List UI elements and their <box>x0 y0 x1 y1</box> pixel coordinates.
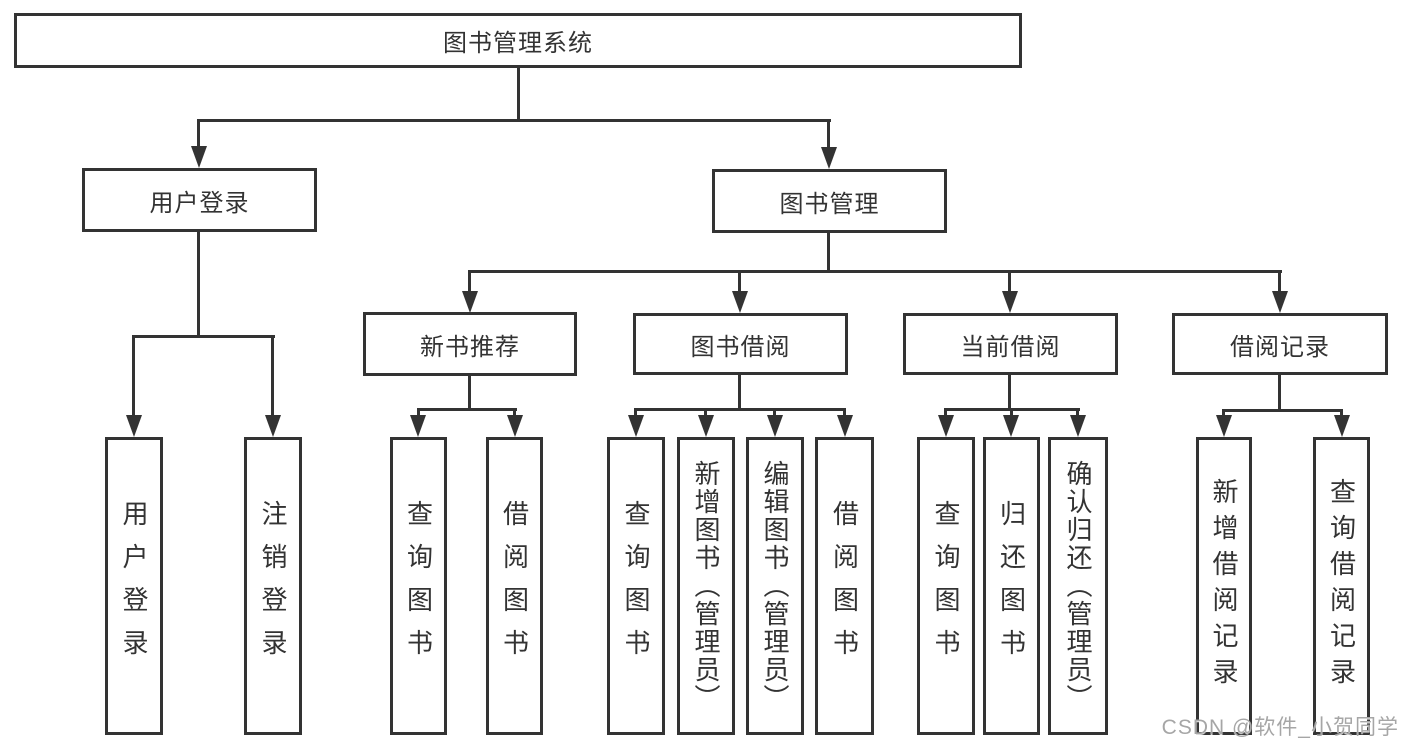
connector-branch <box>417 408 517 411</box>
node-label: 借阅记录 <box>1230 333 1330 361</box>
arrowhead-icon <box>507 415 523 437</box>
node-label: 当前借阅 <box>960 333 1061 361</box>
connector-stem-leaf <box>634 408 637 418</box>
connector-stem-leaf <box>704 408 707 418</box>
connector-stem-leaf <box>1076 408 1079 418</box>
node-label: 编辑图书（管理员） <box>760 460 790 712</box>
connector-stem <box>1278 375 1281 411</box>
connector-stem-mid <box>1008 270 1011 294</box>
node-leaf-borrow-books: 借阅图书 <box>815 437 874 735</box>
arrowhead-icon <box>410 415 426 437</box>
node-label: 确认归还（管理员） <box>1063 460 1093 712</box>
node-label: 用户登录 <box>119 500 149 672</box>
connector-stem-mid <box>1278 270 1281 294</box>
arrowhead-icon <box>1003 415 1019 437</box>
node-label: 查询图书 <box>621 500 651 672</box>
arrowhead-icon <box>698 415 714 437</box>
connector-stem-leaf <box>773 408 776 418</box>
connector-stem <box>1008 375 1011 410</box>
arrowhead-icon <box>462 291 478 313</box>
connector-user-login-stem <box>197 232 200 336</box>
arrowhead-icon <box>126 415 142 437</box>
connector-stem-user-login <box>197 119 200 149</box>
node-label: 新书推荐 <box>420 333 520 361</box>
node-leaf-add-borrow-record: 新增借阅记录 <box>1196 437 1252 735</box>
connector-book-mgmt-branch <box>468 270 1282 273</box>
connector-stem <box>468 376 471 410</box>
arrowhead-icon <box>1216 415 1232 437</box>
node-label: 查询图书 <box>403 500 434 672</box>
connector-stem <box>738 375 741 410</box>
arrowhead-icon <box>628 415 644 437</box>
connector-book-mgmt-stem <box>827 233 830 272</box>
node-label: 归还图书 <box>996 500 1027 672</box>
arrowhead-icon <box>1070 415 1086 437</box>
node-leaf-borrow-books: 借阅图书 <box>486 437 543 735</box>
connector-stem-leaf <box>132 335 135 417</box>
connector-stem-leaf <box>1010 408 1013 418</box>
node-label: 查询借阅记录 <box>1326 478 1357 694</box>
node-label: 图书借阅 <box>690 333 791 361</box>
connector-root-stem <box>517 68 520 121</box>
arrowhead-icon <box>1272 291 1288 313</box>
node-label: 注销登录 <box>258 500 288 672</box>
arrowhead-icon <box>191 146 207 168</box>
node-label: 新增借阅记录 <box>1209 478 1239 694</box>
connector-stem-leaf <box>944 408 947 418</box>
node-leaf-query-books: 查询图书 <box>390 437 447 735</box>
node-root: 图书管理系统 <box>14 13 1022 68</box>
node-leaf-query-books: 查询图书 <box>917 437 975 735</box>
node-book-mgmt: 图书管理 <box>712 169 947 233</box>
connector-stem-leaf <box>513 408 516 418</box>
node-label: 借阅图书 <box>829 500 860 672</box>
node-user-login: 用户登录 <box>82 168 317 232</box>
node-book-borrow: 图书借阅 <box>633 313 848 375</box>
connector-stem-leaf <box>843 408 846 418</box>
node-leaf-edit-books-admin: 编辑图书（管理员） <box>746 437 804 735</box>
connector-stem-leaf <box>1222 409 1225 418</box>
node-label: 新增图书（管理员） <box>691 460 721 712</box>
arrowhead-icon <box>938 415 954 437</box>
node-new-book-recommend: 新书推荐 <box>363 312 577 376</box>
node-leaf-user-login: 用户登录 <box>105 437 163 735</box>
connector-stem-leaf <box>417 408 420 418</box>
connector-stem-book-mgmt <box>827 119 830 150</box>
connector-stem-leaf <box>1340 409 1343 418</box>
arrowhead-icon <box>837 415 853 437</box>
node-leaf-confirm-return-admin: 确认归还（管理员） <box>1048 437 1108 735</box>
connector-stem-mid <box>468 270 471 294</box>
node-current-borrow: 当前借阅 <box>903 313 1118 375</box>
connector-stem-leaf <box>271 335 274 417</box>
connector-root-branch <box>197 119 831 122</box>
node-label: 用户登录 <box>149 189 250 217</box>
node-borrow-records: 借阅记录 <box>1172 313 1388 375</box>
node-leaf-query-books: 查询图书 <box>607 437 665 735</box>
arrowhead-icon <box>732 291 748 313</box>
node-label: 查询图书 <box>931 500 961 672</box>
node-leaf-logout: 注销登录 <box>244 437 302 735</box>
arrowhead-icon <box>767 415 783 437</box>
arrowhead-icon <box>1002 291 1018 313</box>
node-leaf-query-borrow-record: 查询借阅记录 <box>1313 437 1370 735</box>
node-leaf-return-books: 归还图书 <box>983 437 1040 735</box>
node-label: 借阅图书 <box>499 500 530 672</box>
arrowhead-icon <box>1334 415 1350 437</box>
node-leaf-add-books-admin: 新增图书（管理员） <box>677 437 735 735</box>
node-label: 图书管理 <box>779 190 880 218</box>
connector-user-login-branch <box>132 335 275 338</box>
connector-stem-mid <box>738 270 741 294</box>
connector-branch <box>634 408 846 411</box>
arrowhead-icon <box>265 415 281 437</box>
arrowhead-icon <box>821 147 837 169</box>
watermark: CSDN @软件_小贺同学 <box>1161 716 1399 739</box>
node-root-label: 图书管理系统 <box>443 30 593 57</box>
connector-branch <box>1222 409 1343 412</box>
